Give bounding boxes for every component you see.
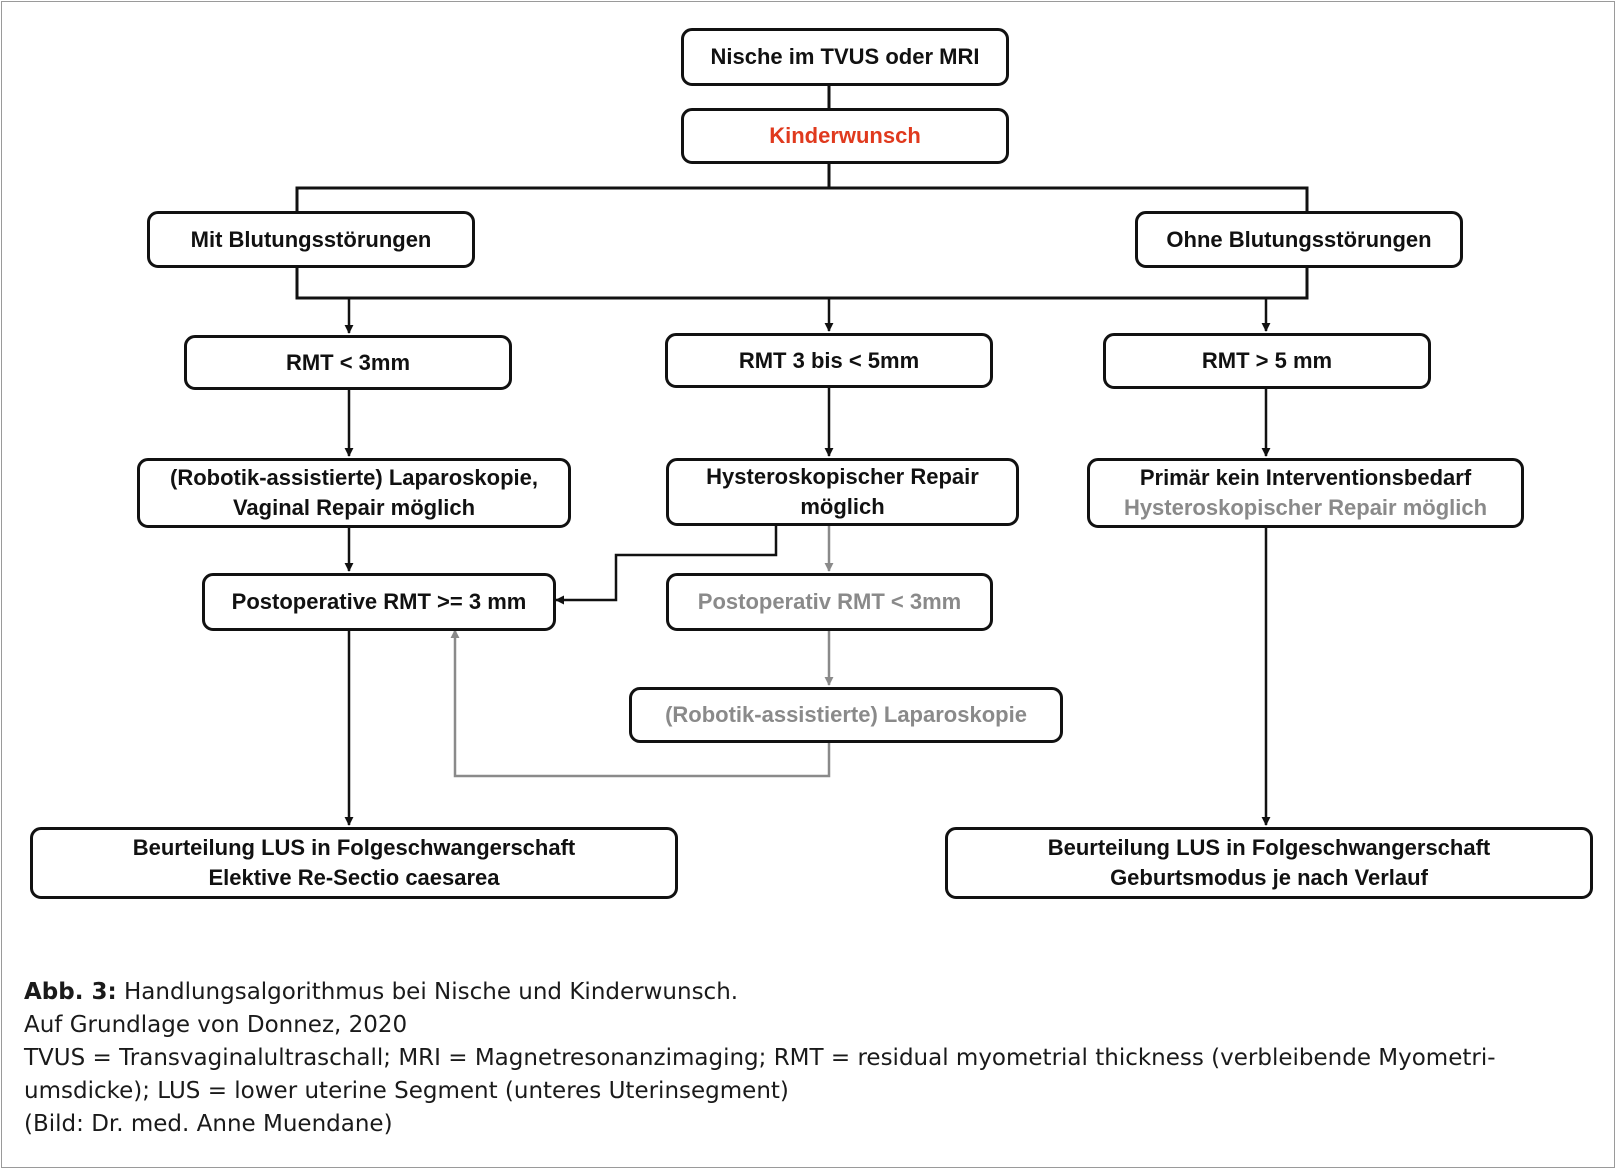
connector-branch-bleeding <box>295 186 1309 211</box>
caption-abbreviations-line-2: umsdicke); LUS = lower uterine Segment (… <box>24 1078 789 1104</box>
caption-title-line: Abb. 3: Handlungsalgorithmus bei Nische … <box>24 976 1594 1009</box>
node-label-line-2: Geburtsmodus je nach Verlauf <box>1110 865 1428 890</box>
node-label-line-1: Beurteilung LUS in Folgeschwangerschaft <box>132 835 576 860</box>
node-label-line-1: Primär kein Interventionsbedarf <box>1139 465 1472 490</box>
node-label: Nische im TVUS oder MRI <box>710 44 980 69</box>
node-outcome-birth-mode: Beurteilung LUS in Folgeschwangerschaft … <box>945 827 1593 899</box>
node-hysteroscopic-repair: Hysteroskopischer Repair möglich <box>666 458 1019 526</box>
connector-merge-rmt <box>295 268 1309 300</box>
node-mit-blutungsstoerungen: Mit Blutungsstörungen <box>147 211 475 268</box>
caption-abbreviations-line-1: TVUS = Transvaginalultraschall; MRI = Ma… <box>24 1045 1496 1071</box>
node-niche-tvus-mri: Nische im TVUS oder MRI <box>681 28 1009 86</box>
node-label-line-1: Beurteilung LUS in Folgeschwangerschaft <box>1047 835 1491 860</box>
node-rmt-3to5: RMT 3 bis < 5mm <box>665 333 993 388</box>
node-kinderwunsch: Kinderwunsch <box>681 108 1009 164</box>
caption-label: Abb. 3: <box>24 979 117 1005</box>
node-label: Mit Blutungsstörungen <box>190 226 432 252</box>
node-primary-no-intervention: Primär kein Interventionsbedarf Hysteros… <box>1087 458 1524 528</box>
node-outcome-elective-resection: Beurteilung LUS in Folgeschwangerschaft … <box>30 827 678 899</box>
node-label-line-1: Hysteroskopischer Repair <box>706 464 979 489</box>
node-label: Ohne Blutungsstörungen <box>1166 226 1432 252</box>
node-label: Postoperative RMT >= 3 mm <box>231 589 527 614</box>
figure-caption: Abb. 3: Handlungsalgorithmus bei Nische … <box>24 976 1594 1141</box>
caption-title: Handlungsalgorithmus bei Nische und Kind… <box>116 979 739 1005</box>
node-label: RMT 3 bis < 5mm <box>738 347 920 373</box>
node-ohne-blutungsstoerungen: Ohne Blutungsstörungen <box>1135 211 1463 268</box>
node-postop-rmt-lt3: Postoperativ RMT < 3mm <box>666 573 993 631</box>
node-label: RMT > 5 mm <box>1201 348 1333 373</box>
caption-source: Auf Grundlage von Donnez, 2020 <box>24 1012 408 1038</box>
node-rmt-lt3: RMT < 3mm <box>184 335 512 390</box>
node-label-line-1: (Robotik-assistierte) Laparoskopie, <box>170 465 538 490</box>
node-postop-rmt-ge3: Postoperative RMT >= 3 mm <box>202 573 556 631</box>
node-label-line-2: möglich <box>800 494 885 519</box>
arrow-hysteroscopic-to-postop-ge3 <box>555 526 778 605</box>
node-label-line-2: Elektive Re-Sectio caesarea <box>208 865 500 890</box>
node-label: Kinderwunsch <box>769 123 921 148</box>
node-laparoscopy-vaginal-repair: (Robotik-assistierte) Laparoskopie, Vagi… <box>137 458 571 528</box>
node-label-line-2: Hysteroskopischer Repair möglich <box>1123 495 1488 520</box>
arrow-robot-lap-back-to-postop-ge3 <box>450 629 831 778</box>
node-rmt-gt5: RMT > 5 mm <box>1103 333 1431 389</box>
node-label: RMT < 3mm <box>285 349 411 375</box>
node-label: (Robotik-assistierte) Laparoskopie <box>665 702 1027 727</box>
caption-credit: (Bild: Dr. med. Anne Muendane) <box>24 1111 393 1137</box>
node-robotic-laparoscopy: (Robotik-assistierte) Laparoskopie <box>629 687 1063 743</box>
node-label: Postoperativ RMT < 3mm <box>697 589 962 614</box>
node-label-line-2: Vaginal Repair möglich <box>232 495 476 520</box>
